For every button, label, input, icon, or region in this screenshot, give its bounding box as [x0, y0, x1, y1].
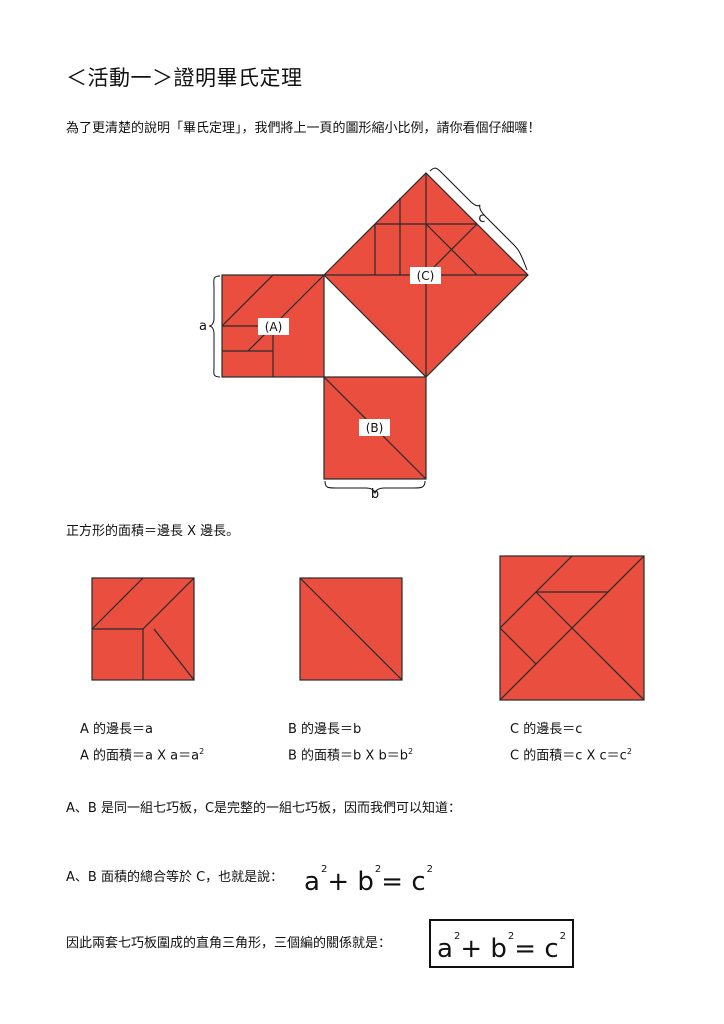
tangram-a-piece-line	[142, 577, 195, 630]
tangram-c-piece-line	[571, 627, 645, 701]
caption-b-side: B 的邊長＝b	[288, 722, 362, 737]
side-label-c: c	[478, 211, 485, 226]
tangram-squares	[91, 555, 645, 701]
area-rule-text: 正方形的面積＝邊長 X 邊長。	[66, 524, 240, 539]
caption-c-side: C 的邊長＝c	[510, 722, 583, 737]
conclusion-line-2: A、B 面積的總合等於 C，也就是說：	[66, 870, 284, 885]
caption-a-side: A 的邊長＝a	[80, 722, 153, 737]
side-label-b: b	[371, 487, 379, 502]
tangram-a-piece-line	[153, 628, 195, 681]
formula-boxed: a2+ b2= c2	[429, 919, 574, 968]
page-title: ＜活動一＞證明畢氏定理	[66, 66, 303, 90]
label-square-c: (C)	[417, 269, 435, 283]
intro-text: 為了更清楚的說明「畢氏定理」，我們將上一頁的圖形縮小比例，請你看個仔細囉！	[66, 121, 541, 136]
square-a-piece-line	[247, 274, 325, 352]
caption-c: C 的邊長＝c C 的面積＝c X c＝c2	[510, 719, 632, 767]
side-label-a: a	[199, 319, 207, 334]
brace-c	[429, 167, 528, 271]
formula-inline: a2+ b2= c2	[304, 864, 433, 897]
tangram-c-piece-line	[499, 627, 537, 665]
square-c-piece-line	[425, 223, 478, 276]
label-square-b: (B)	[366, 421, 384, 435]
brace-a	[208, 275, 221, 378]
caption-c-area: C 的面積＝c X c＝c2	[510, 747, 632, 764]
conclusion-line-1: A、B 是同一組七巧板，C是完整的一組七巧板，因而我們可以知道：	[66, 801, 462, 816]
caption-a-area: A 的面積＝a X a＝a2	[80, 747, 205, 764]
conclusion-line-3: 因此兩套七巧板圍成的直角三角形，三個編的關係就是：	[66, 936, 392, 951]
tangram-c-piece-line	[535, 591, 573, 629]
pythagoras-diagram: (A) (C) (B) a b c	[199, 167, 529, 502]
caption-b: B 的邊長＝b B 的面積＝b X b＝b2	[288, 719, 413, 767]
caption-b-area: B 的面積＝b X b＝b2	[288, 747, 414, 764]
label-square-a: (A)	[265, 320, 283, 334]
brace-b	[324, 480, 426, 495]
tangram-a-piece-line	[91, 577, 144, 630]
square-a-piece-line	[221, 274, 274, 327]
tangram-b-diagonal	[299, 577, 403, 681]
caption-a: A 的邊長＝a A 的面積＝a X a＝a2	[80, 719, 204, 767]
